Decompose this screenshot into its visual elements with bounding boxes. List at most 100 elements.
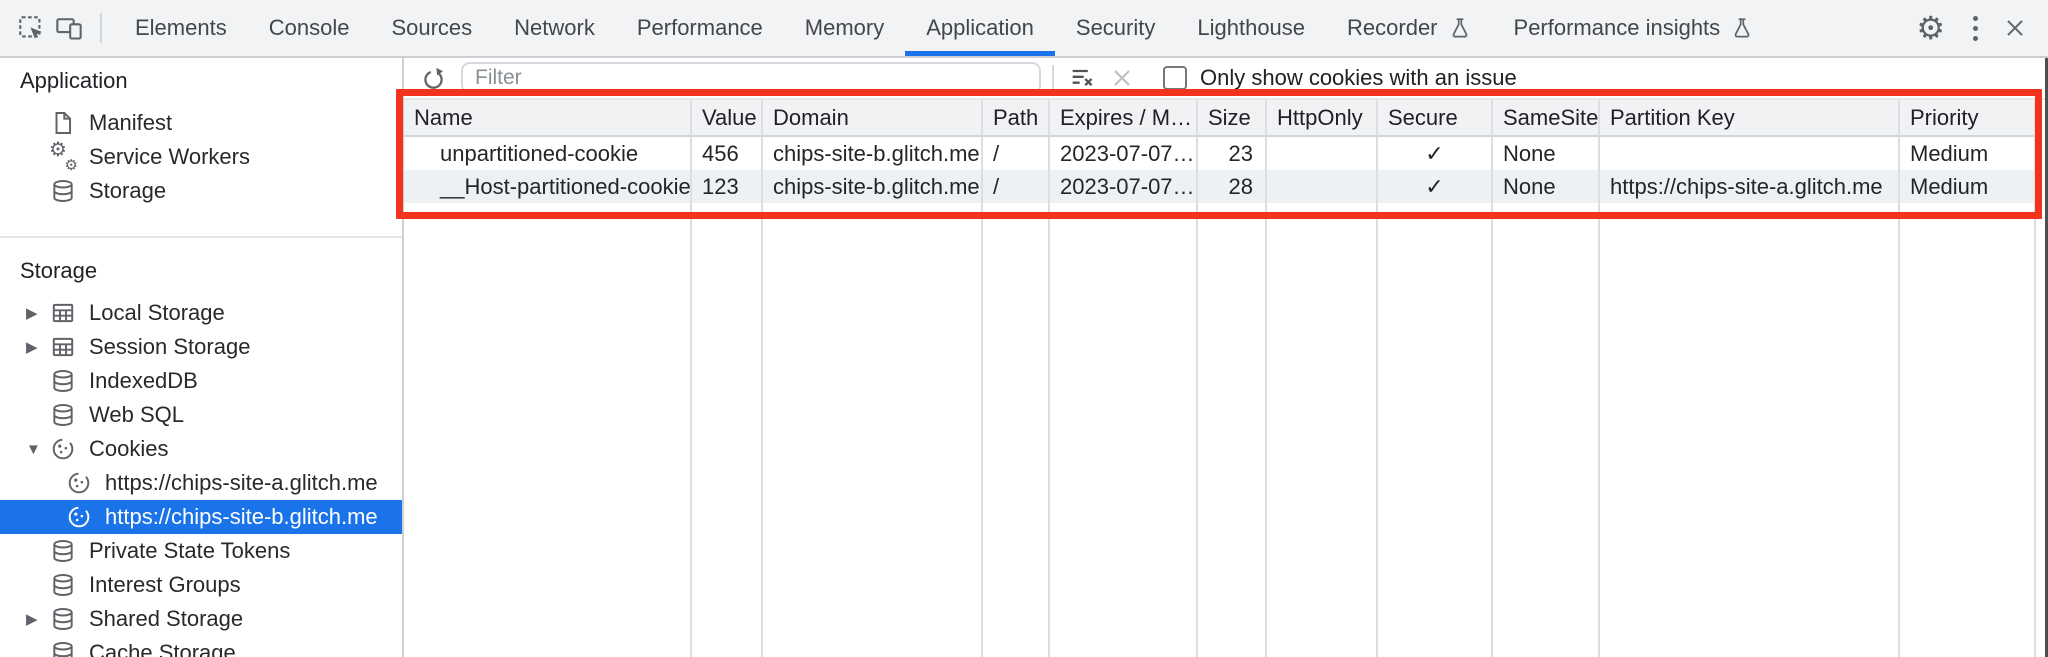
cell-domain-row2[interactable]: chips-site-b.glitch.me xyxy=(763,170,983,203)
section-title: Storage xyxy=(20,258,98,283)
device-toolbar-icon[interactable] xyxy=(50,0,88,56)
column-header-expires-m[interactable]: Expires / M… xyxy=(1050,100,1198,137)
column-header-name[interactable]: Name xyxy=(404,100,692,137)
tab-application[interactable]: Application xyxy=(905,0,1055,56)
sidebar-item-session-storage[interactable]: ▶ Session Storage xyxy=(0,330,402,364)
column-header-path[interactable]: Path xyxy=(983,100,1050,137)
sidebar-item-label: Local Storage xyxy=(89,300,225,325)
cell-value-row2[interactable]: 123 xyxy=(692,170,763,203)
cell-priority-row2[interactable]: Medium xyxy=(1900,170,2036,203)
only-show-issues-checkbox[interactable] xyxy=(1163,66,1187,90)
sidebar-item-label: Service Workers xyxy=(89,144,250,169)
sidebar-item-https-chips-site-a-glitch-me[interactable]: https://chips-site-a.glitch.me xyxy=(0,466,402,500)
column-header-domain[interactable]: Domain xyxy=(763,100,983,137)
cell-value-row1[interactable]: 456 xyxy=(692,137,763,170)
database-icon xyxy=(50,402,76,428)
tab-security[interactable]: Security xyxy=(1055,0,1176,56)
column-header-samesite[interactable]: SameSite xyxy=(1493,100,1600,137)
sidebar-item-storage[interactable]: Storage xyxy=(0,174,402,208)
column-header-value[interactable]: Value xyxy=(692,100,763,137)
window-right-edge xyxy=(2045,58,2048,657)
chevron-down-icon[interactable]: ▼ xyxy=(26,440,41,458)
tab-performance[interactable]: Performance xyxy=(616,0,784,56)
cell-partition-key-row2[interactable]: https://chips-site-a.glitch.me xyxy=(1600,170,1900,203)
cookies-panel: Only show cookies with an issue NameValu… xyxy=(404,58,2048,657)
cell-size-row1[interactable]: 23 xyxy=(1198,137,1267,170)
table-icon xyxy=(50,334,76,360)
table-filler-column xyxy=(1267,203,1378,657)
cell-expires-m-row2[interactable]: 2023-07-07… xyxy=(1050,170,1198,203)
delete-icon[interactable] xyxy=(1107,66,1137,90)
sidebar-item-private-state-tokens[interactable]: Private State Tokens xyxy=(0,534,402,568)
tab-label: Recorder xyxy=(1347,15,1438,40)
cookie-icon xyxy=(66,504,92,530)
sidebar-item-local-storage[interactable]: ▶ Local Storage xyxy=(0,296,402,330)
database-icon xyxy=(50,538,76,564)
filter-input[interactable] xyxy=(461,62,1041,94)
sidebar-item-web-sql[interactable]: Web SQL xyxy=(0,398,402,432)
tab-lighthouse[interactable]: Lighthouse xyxy=(1176,0,1326,56)
chevron-right-icon[interactable]: ▶ xyxy=(26,611,38,628)
sidebar-item-label: Private State Tokens xyxy=(89,538,291,563)
cookies-toolbar: Only show cookies with an issue xyxy=(404,58,2048,100)
sidebar-item-label: Manifest xyxy=(89,110,173,135)
toolbar-divider xyxy=(1052,65,1054,91)
cell-samesite-row1[interactable]: None xyxy=(1493,137,1600,170)
more-menu-icon[interactable] xyxy=(1973,15,1978,41)
tab-recorder[interactable]: Recorder xyxy=(1326,0,1492,56)
column-header-size[interactable]: Size xyxy=(1198,100,1267,137)
column-header-httponly[interactable]: HttpOnly xyxy=(1267,100,1378,137)
tab-network[interactable]: Network xyxy=(493,0,616,56)
sidebar-item-service-workers[interactable]: ⚙⚙Service Workers xyxy=(0,140,402,174)
tab-console[interactable]: Console xyxy=(248,0,371,56)
table-filler-column xyxy=(1600,203,1900,657)
tab-sources[interactable]: Sources xyxy=(370,0,493,56)
cell-path-row2[interactable]: / xyxy=(983,170,1050,203)
clear-filter-icon[interactable] xyxy=(1065,64,1099,92)
sidebar-item-https-chips-site-b-glitch-me[interactable]: https://chips-site-b.glitch.me xyxy=(0,500,402,534)
table-filler-column xyxy=(1378,203,1493,657)
sidebar-item-label: https://chips-site-b.glitch.me xyxy=(105,504,378,529)
sidebar-item-indexeddb[interactable]: IndexedDB xyxy=(0,364,402,398)
chevron-right-icon[interactable]: ▶ xyxy=(26,339,38,356)
refresh-icon[interactable] xyxy=(418,63,448,93)
cell-secure-row1[interactable]: ✓ xyxy=(1378,137,1493,170)
chevron-right-icon[interactable]: ▶ xyxy=(26,305,38,322)
cell-partition-key-row1[interactable] xyxy=(1600,137,1900,170)
cell-secure-row2[interactable]: ✓ xyxy=(1378,170,1493,203)
tab-memory[interactable]: Memory xyxy=(784,0,905,56)
close-icon[interactable] xyxy=(2002,15,2028,41)
cell-path-row1[interactable]: / xyxy=(983,137,1050,170)
table-filler-column xyxy=(1050,203,1198,657)
cell-size-row2[interactable]: 28 xyxy=(1198,170,1267,203)
tab-performance-insights[interactable]: Performance insights xyxy=(1493,0,1776,56)
cell-name-row1[interactable]: unpartitioned-cookie xyxy=(404,137,692,170)
sidebar-item-label: Session Storage xyxy=(89,334,251,359)
tab-elements[interactable]: Elements xyxy=(114,0,248,56)
column-header-secure[interactable]: Secure xyxy=(1378,100,1493,137)
cell-httponly-row1[interactable] xyxy=(1267,137,1378,170)
settings-gear-icon[interactable]: ⚙ xyxy=(1916,10,1945,46)
inspect-icon[interactable] xyxy=(12,0,50,56)
column-header-priority[interactable]: Priority xyxy=(1900,100,2036,137)
cell-name-row2[interactable]: __Host-partitioned-cookie xyxy=(404,170,692,203)
table-filler-column xyxy=(1198,203,1267,657)
sidebar-item-interest-groups[interactable]: Interest Groups xyxy=(0,568,402,602)
cell-priority-row1[interactable]: Medium xyxy=(1900,137,2036,170)
column-header-partition-key[interactable]: Partition Key xyxy=(1600,100,1900,137)
cell-samesite-row2[interactable]: None xyxy=(1493,170,1600,203)
cell-expires-m-row1[interactable]: 2023-07-07… xyxy=(1050,137,1198,170)
database-icon xyxy=(50,640,76,657)
sidebar-item-shared-storage[interactable]: ▶Shared Storage xyxy=(0,602,402,636)
cell-domain-row1[interactable]: chips-site-b.glitch.me xyxy=(763,137,983,170)
sidebar-item-manifest[interactable]: Manifest xyxy=(0,106,402,140)
cookie-icon xyxy=(50,436,76,462)
sidebar-item-cache-storage[interactable]: Cache Storage xyxy=(0,636,402,657)
sidebar-item-cookies[interactable]: ▼Cookies xyxy=(0,432,402,466)
tab-label: Lighthouse xyxy=(1197,15,1306,40)
cell-httponly-row2[interactable] xyxy=(1267,170,1378,203)
